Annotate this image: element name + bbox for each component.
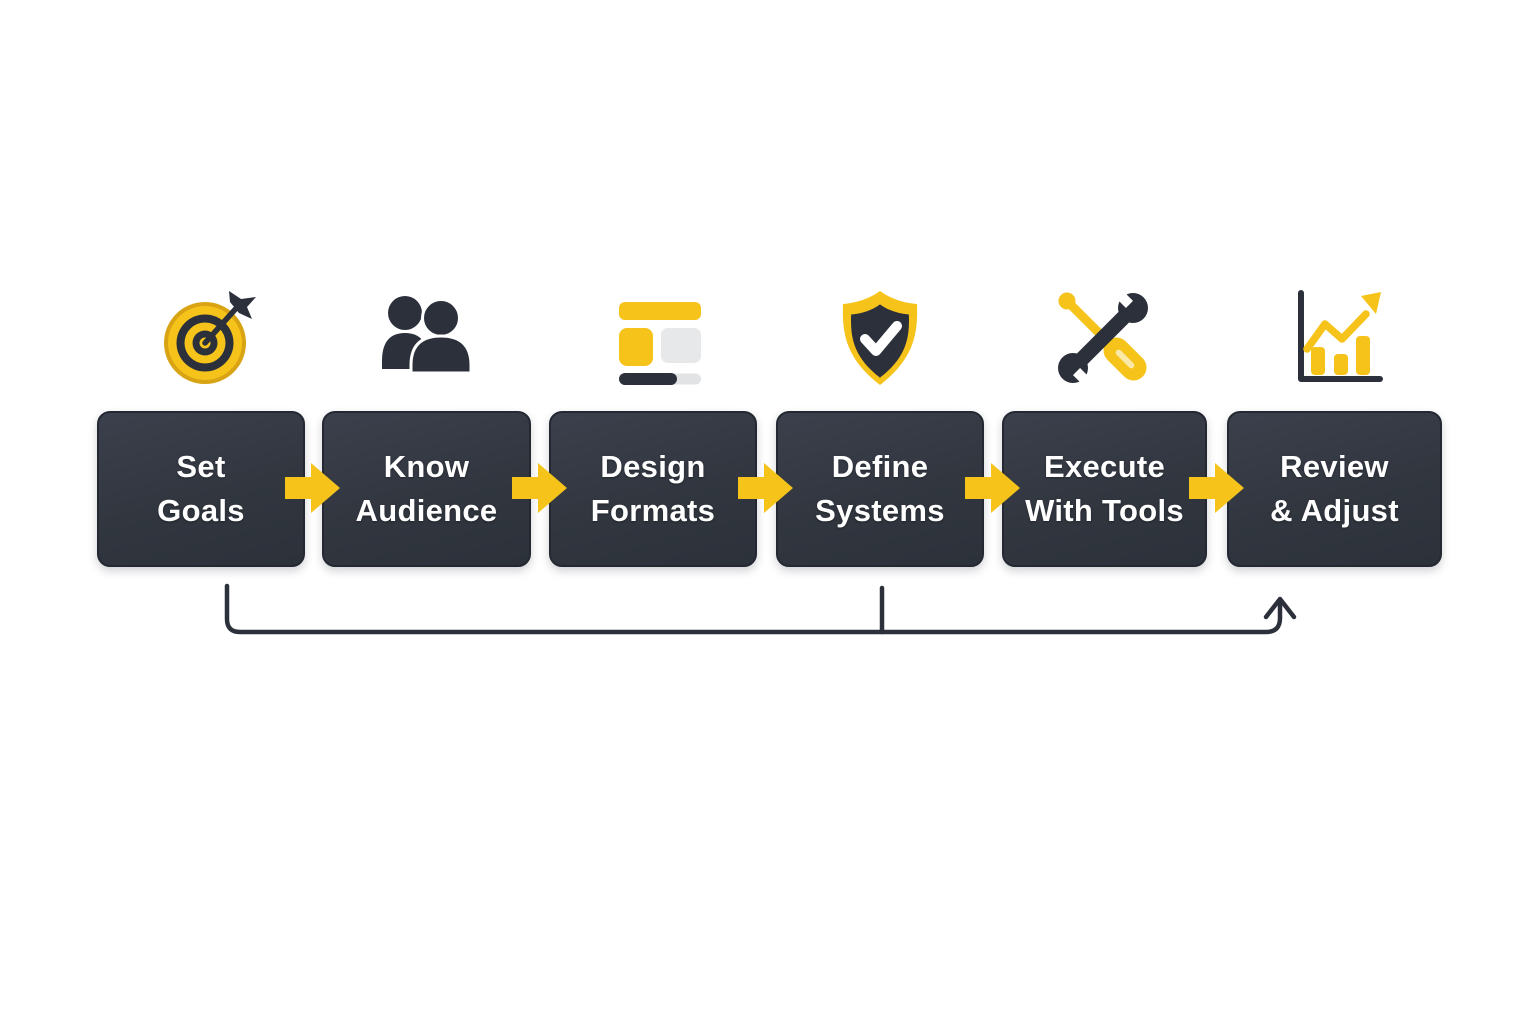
step-box-define-systems: Define Systems: [776, 411, 984, 567]
flow-arrow-icon: [285, 463, 340, 513]
people-icon: [382, 296, 473, 375]
step-label: Define Systems: [815, 449, 945, 528]
flow-arrow-icon: [1189, 463, 1244, 513]
step-box-set-goals: Set Goals: [97, 411, 305, 567]
step-box-execute-with-tools: Execute With Tools: [1002, 411, 1207, 567]
step-label: Design Formats: [590, 449, 716, 528]
flow-arrow-icon: [512, 463, 567, 513]
step-box-know-audience: Know Audience: [322, 411, 531, 567]
step-box-review-adjust: Review & Adjust: [1227, 411, 1442, 567]
step-label: Set Goals: [157, 449, 245, 528]
tools-icon: [1058, 289, 1148, 387]
flow-arrow-icon: [965, 463, 1020, 513]
step-label: Know Audience: [355, 449, 498, 528]
growth-chart-icon: [1298, 290, 1383, 382]
step-box-design-formats: Design Formats: [549, 411, 757, 567]
target-icon: [164, 291, 256, 384]
flow-arrow-icon: [738, 463, 793, 513]
step-label: Execute With Tools: [1025, 449, 1184, 528]
step-label: Review & Adjust: [1270, 449, 1399, 528]
layout-icon: [619, 302, 701, 385]
shield-check-icon: [842, 291, 918, 385]
